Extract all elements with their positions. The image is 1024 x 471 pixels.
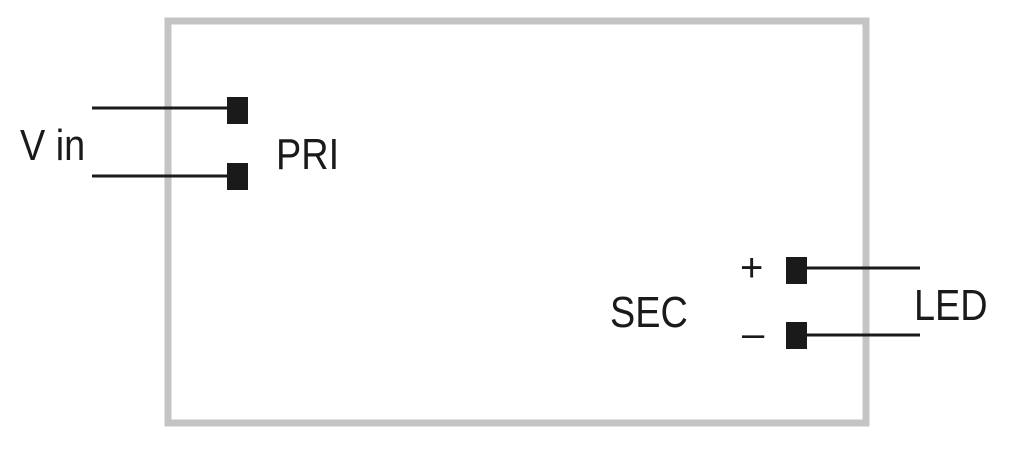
primary-side-label: PRI (276, 130, 340, 179)
led-output-label: LED (914, 281, 988, 330)
positive-polarity-label: + (740, 246, 764, 290)
input-voltage-label: V in (20, 121, 86, 170)
device-housing (164, 17, 870, 427)
secondary-side-label: SEC (610, 288, 688, 337)
secondary-terminal-negative (786, 322, 807, 349)
primary-terminal-bottom (227, 163, 248, 190)
primary-terminal-top (227, 97, 248, 124)
secondary-terminal-positive (786, 257, 807, 284)
negative-polarity-label: – (742, 312, 765, 356)
